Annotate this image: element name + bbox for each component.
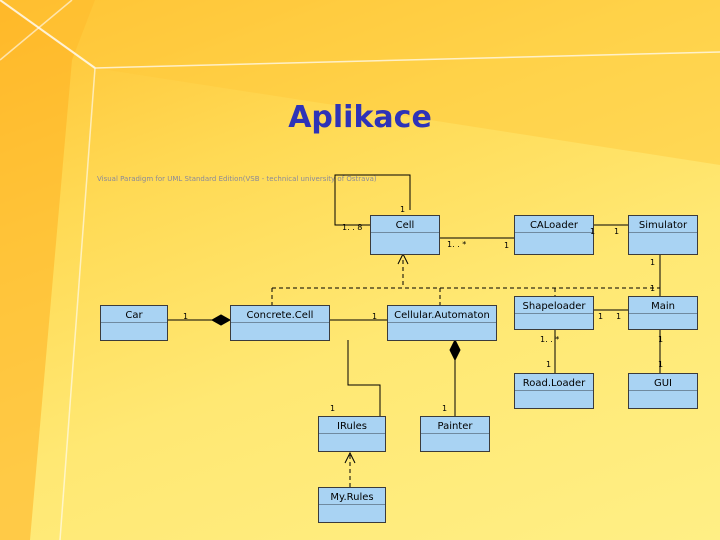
mult-cell-caloader-a: 1. . * bbox=[447, 240, 467, 249]
class-car-name: Car bbox=[125, 310, 143, 321]
mult-concrete-automaton: 1 bbox=[372, 312, 378, 321]
class-irules-name: IRules bbox=[337, 421, 367, 432]
assoc-cell-self bbox=[334, 174, 411, 226]
class-car: Car bbox=[100, 305, 168, 341]
mult-painter: 1 bbox=[442, 404, 448, 413]
class-simulator: Simulator bbox=[628, 215, 698, 255]
class-irules: IRules bbox=[318, 416, 386, 452]
class-shapeloader: Shapeloader bbox=[514, 296, 594, 330]
composition-diamond-painter bbox=[449, 338, 461, 362]
class-gui-name: GUI bbox=[653, 378, 673, 389]
mult-simulator-main-a: 1 bbox=[650, 258, 656, 267]
class-roadloader-name: Road.Loader bbox=[522, 378, 586, 389]
mult-shapeloader-main-b: 1 bbox=[616, 312, 622, 321]
mult-car-concrete: 1 bbox=[183, 312, 189, 321]
class-cell: Cell bbox=[370, 215, 440, 255]
class-shapeloader-name: Shapeloader bbox=[522, 301, 586, 312]
mult-simulator-main-b: 1 bbox=[650, 284, 656, 293]
mult-caloader-simulator-a: 1 bbox=[590, 227, 596, 236]
mult-main-gui-a: 1 bbox=[658, 335, 664, 344]
arrowhead-irules bbox=[344, 451, 356, 464]
mult-cell-self-left: 1. . 8 bbox=[342, 223, 363, 232]
class-main: Main bbox=[628, 296, 698, 330]
class-concrete-cell-name: Concrete.Cell bbox=[246, 310, 314, 321]
class-myrules-name: My.Rules bbox=[330, 492, 374, 503]
mult-caloader-simulator-b: 1 bbox=[614, 227, 620, 236]
class-caloader: CALoader bbox=[514, 215, 594, 255]
class-cellular-automaton: Cellular.Automaton bbox=[387, 305, 497, 341]
class-gui: GUI bbox=[628, 373, 698, 409]
diagram-watermark: Visual Paradigm for UML Standard Edition… bbox=[97, 175, 377, 183]
mult-cell-caloader-b: 1 bbox=[504, 241, 510, 250]
composition-diamond-car bbox=[210, 314, 232, 326]
class-concrete-cell: Concrete.Cell bbox=[230, 305, 330, 341]
class-main-name: Main bbox=[651, 301, 675, 312]
class-roadloader: Road.Loader bbox=[514, 373, 594, 409]
class-painter-name: Painter bbox=[437, 421, 473, 432]
mult-shapeloader-roadloader-a: 1. . * bbox=[540, 335, 560, 344]
slide-title: Aplikace bbox=[288, 100, 432, 135]
class-simulator-name: Simulator bbox=[638, 220, 688, 231]
mult-cell-self-top: 1 bbox=[400, 205, 406, 214]
mult-shapeloader-roadloader-b: 1 bbox=[546, 360, 552, 369]
assoc-automaton-irules bbox=[347, 340, 381, 416]
class-cellular-automaton-name: Cellular.Automaton bbox=[394, 310, 490, 321]
class-cell-name: Cell bbox=[395, 220, 415, 231]
mult-main-gui-b: 1 bbox=[658, 360, 664, 369]
class-painter: Painter bbox=[420, 416, 490, 452]
class-caloader-name: CALoader bbox=[529, 220, 579, 231]
mult-shapeloader-main-a: 1 bbox=[598, 312, 604, 321]
mult-irules: 1 bbox=[330, 404, 336, 413]
class-myrules: My.Rules bbox=[318, 487, 386, 523]
